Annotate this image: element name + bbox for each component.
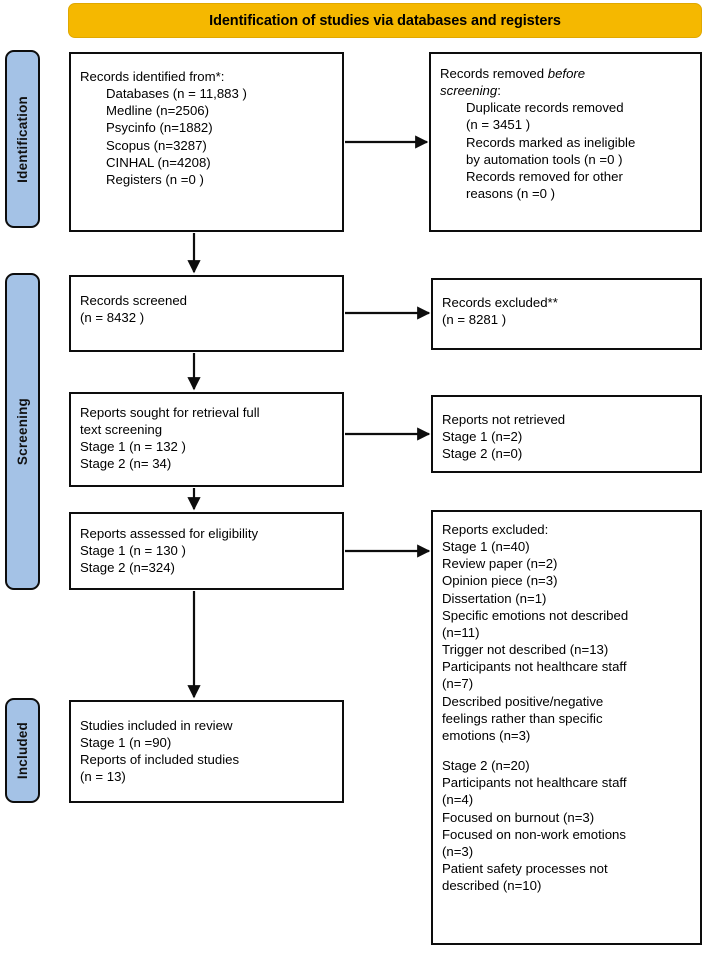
box-line: (n=3) <box>442 843 474 859</box>
box-line: Registers (n =0 ) <box>106 171 204 187</box>
box-line: text screening <box>80 422 163 438</box>
box-line: Stage 2 (n=0) <box>442 446 523 462</box>
box-line: Patient safety processes not <box>442 860 608 876</box>
box-line: Duplicate records removed <box>466 100 624 116</box>
box-line: Studies included in review <box>80 718 233 733</box>
stage-bar-included: Included <box>5 698 40 803</box>
box-line: Opinion piece (n=3) <box>442 573 558 589</box>
box-line: (n=4) <box>442 792 474 808</box>
box-records-identified: Records identified from*: Databases (n = … <box>69 52 344 232</box>
box-line: Scopus (n=3287) <box>106 137 207 153</box>
box-records-removed: Records removed before screening:Duplicat… <box>429 52 702 232</box>
box-line: described (n=10) <box>442 878 542 894</box>
stage-label-identification: Identification <box>15 95 30 183</box>
box-line: (n = 8432 ) <box>80 310 145 326</box>
box-line <box>442 744 691 757</box>
box-line: Records removed for other <box>466 168 623 184</box>
box-line: Reports assessed for eligibility <box>80 526 259 541</box>
stage-bar-identification: Identification <box>5 50 40 228</box>
diagram-title-banner: Identification of studies via databases … <box>68 3 702 38</box>
box-line: Stage 2 (n=20) <box>442 758 530 774</box>
box-line: Stage 2 (n= 34) <box>80 456 172 472</box>
box-line: Reports sought for retrieval full <box>80 405 260 420</box>
page-title: Identification of studies via databases … <box>209 12 561 29</box>
box-reports-sought-for-retrieval: Reports sought for retrieval full text sc… <box>69 392 344 487</box>
stage-bar-screening: Screening <box>5 273 40 590</box>
box-line: (n=7) <box>442 676 474 692</box>
italic-text: screening <box>440 83 498 99</box>
box-line: Described positive/negative <box>442 693 604 709</box>
box-line: Review paper (n=2) <box>442 556 558 572</box>
box-line: Stage 1 (n = 130 ) <box>80 543 186 559</box>
box-line: Stage 1 (n=40) <box>442 539 530 555</box>
box-line: Records identified from*: <box>80 69 225 84</box>
box-line: Trigger not described (n=13) <box>442 642 609 658</box>
box-line: Records screened <box>80 293 188 308</box>
stage-label-included: Included <box>15 721 30 780</box>
box-reports-excluded: Reports excluded: Stage 1 (n=40)Review pa… <box>431 510 702 945</box>
box-line: Focused on non-work emotions <box>442 826 626 842</box>
box-line: emotions (n=3) <box>442 727 531 743</box>
box-line: screening: <box>440 83 501 99</box>
box-line: Participants not healthcare staff <box>442 659 627 675</box>
stage-label-screening: Screening <box>15 397 30 466</box>
box-line: reasons (n =0 ) <box>466 186 556 202</box>
italic-text: before <box>547 66 586 81</box>
box-line: Stage 1 (n=2) <box>442 429 523 445</box>
box-line: Reports not retrieved <box>442 412 566 427</box>
box-line: Medline (n=2506) <box>106 103 210 119</box>
box-line: feelings rather than specific <box>442 710 603 726</box>
box-line: Reports excluded: <box>442 522 549 537</box>
box-line: (n = 3451 ) <box>466 117 531 133</box>
box-line: Records excluded** <box>442 295 558 310</box>
box-line: Records marked as ineligible <box>466 134 636 150</box>
box-line: Psycinfo (n=1882) <box>106 120 213 136</box>
box-line: (n = 8281 ) <box>442 312 507 328</box>
box-line: Specific emotions not described <box>442 607 629 623</box>
box-line: Focused on burnout (n=3) <box>442 809 595 825</box>
box-line: CINHAL (n=4208) <box>106 154 211 170</box>
box-line: Stage 1 (n = 132 ) <box>80 439 186 455</box>
box-line: Records removed before <box>440 66 586 81</box>
box-records-screened: Records screened (n = 8432 ) <box>69 275 344 352</box>
box-line: Dissertation (n=1) <box>442 590 547 606</box>
box-records-excluded: Records excluded** (n = 8281 ) <box>431 278 702 350</box>
box-line: (n=11) <box>442 624 480 640</box>
box-line: Stage 1 (n =90) <box>80 735 172 751</box>
box-line: Participants not healthcare staff <box>442 775 627 791</box>
box-line: Reports of included studies <box>80 752 240 768</box>
box-line: (n = 13) <box>80 769 126 785</box>
box-line: by automation tools (n =0 ) <box>466 151 623 167</box>
box-line: Stage 2 (n=324) <box>80 560 175 576</box>
box-line: Databases (n = 11,883 ) <box>106 86 247 102</box>
